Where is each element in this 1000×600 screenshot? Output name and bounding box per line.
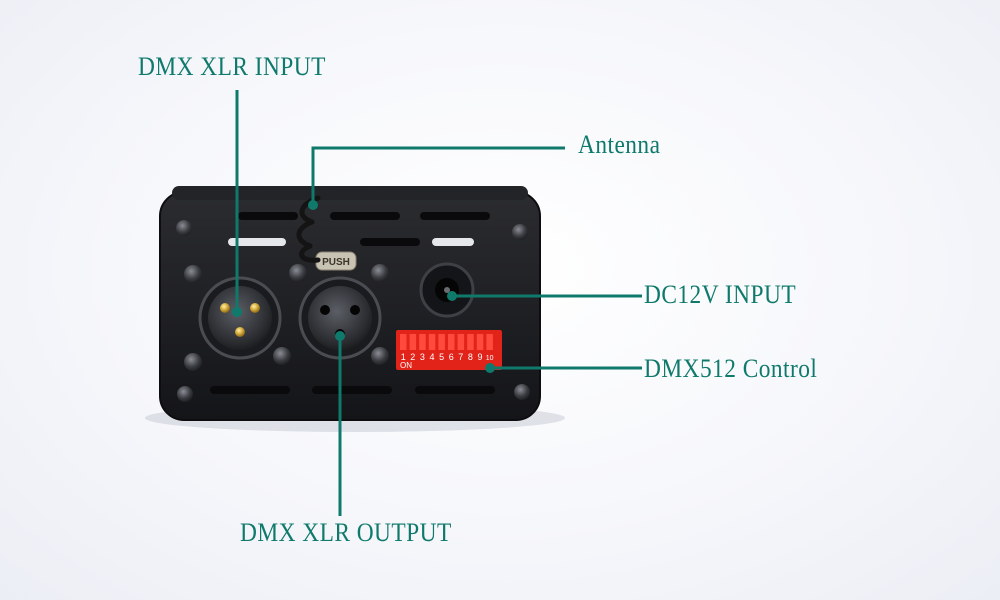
vent-slot: [420, 212, 490, 220]
screw-icon: [176, 220, 192, 236]
dip-lever: [438, 334, 445, 350]
dip-number: 10: [486, 355, 494, 362]
device-top-lip: [172, 186, 528, 200]
dip-lever: [457, 334, 465, 350]
push-label: PUSH: [322, 257, 350, 268]
leader-dot: [485, 363, 495, 373]
xlr-output-connector: PUSH: [298, 251, 382, 360]
screw-icon: [512, 224, 528, 240]
screw-icon: [371, 264, 389, 282]
vent-slot: [415, 386, 495, 394]
vent-slot: [360, 238, 420, 246]
screw-icon: [177, 386, 193, 402]
vent-slot: [238, 212, 298, 220]
dip-lever: [409, 334, 417, 350]
dip-number: 1: [401, 352, 406, 362]
vent-slot: [330, 212, 400, 220]
dip-number: 7: [458, 352, 463, 362]
label-dmx-xlr-output: DMX XLR OUTPUT: [240, 518, 452, 547]
dip-lever: [419, 334, 426, 350]
vent-slot-lit: [228, 238, 286, 246]
dip-lever: [428, 334, 436, 350]
dip-lever: [467, 334, 474, 350]
leader-lines: [235, 90, 642, 516]
leader-dot: [447, 291, 457, 301]
dip-number: 2: [410, 352, 415, 362]
leader-dot: [308, 200, 318, 210]
screw-icon: [184, 353, 202, 371]
dip-lever: [400, 334, 407, 350]
dip-number: 3: [420, 352, 425, 362]
dip-number: 8: [468, 352, 473, 362]
dip-number: 6: [449, 352, 454, 362]
vent-slot: [210, 386, 290, 394]
vent-slot: [312, 386, 392, 394]
dip-number: 5: [439, 352, 444, 362]
dip-number: 9: [477, 352, 482, 362]
screw-icon: [289, 264, 307, 282]
screw-icon: [371, 347, 389, 365]
screw-icon: [184, 265, 202, 283]
leader-dot: [232, 307, 242, 317]
leader-dot: [335, 331, 345, 341]
dip-lever: [448, 334, 455, 350]
leader-antenna: [311, 146, 565, 205]
xlr-input-connector: [198, 276, 282, 360]
vent-slot-lit: [432, 238, 474, 246]
leader-dots: [232, 200, 495, 373]
dip-on-label: ON: [400, 361, 412, 370]
label-dmx512-control: DMX512 Control: [644, 354, 818, 383]
label-antenna: Antenna: [578, 130, 661, 159]
screw-icon: [514, 384, 530, 400]
dc-power-jack: [419, 262, 475, 318]
screw-icon: [273, 347, 291, 365]
label-dc12v-input: DC12V INPUT: [644, 280, 797, 309]
dip-number: 4: [429, 352, 434, 362]
dip-lever: [476, 334, 484, 350]
dip-lever: [486, 334, 493, 350]
label-dmx-xlr-input: DMX XLR INPUT: [138, 52, 326, 81]
